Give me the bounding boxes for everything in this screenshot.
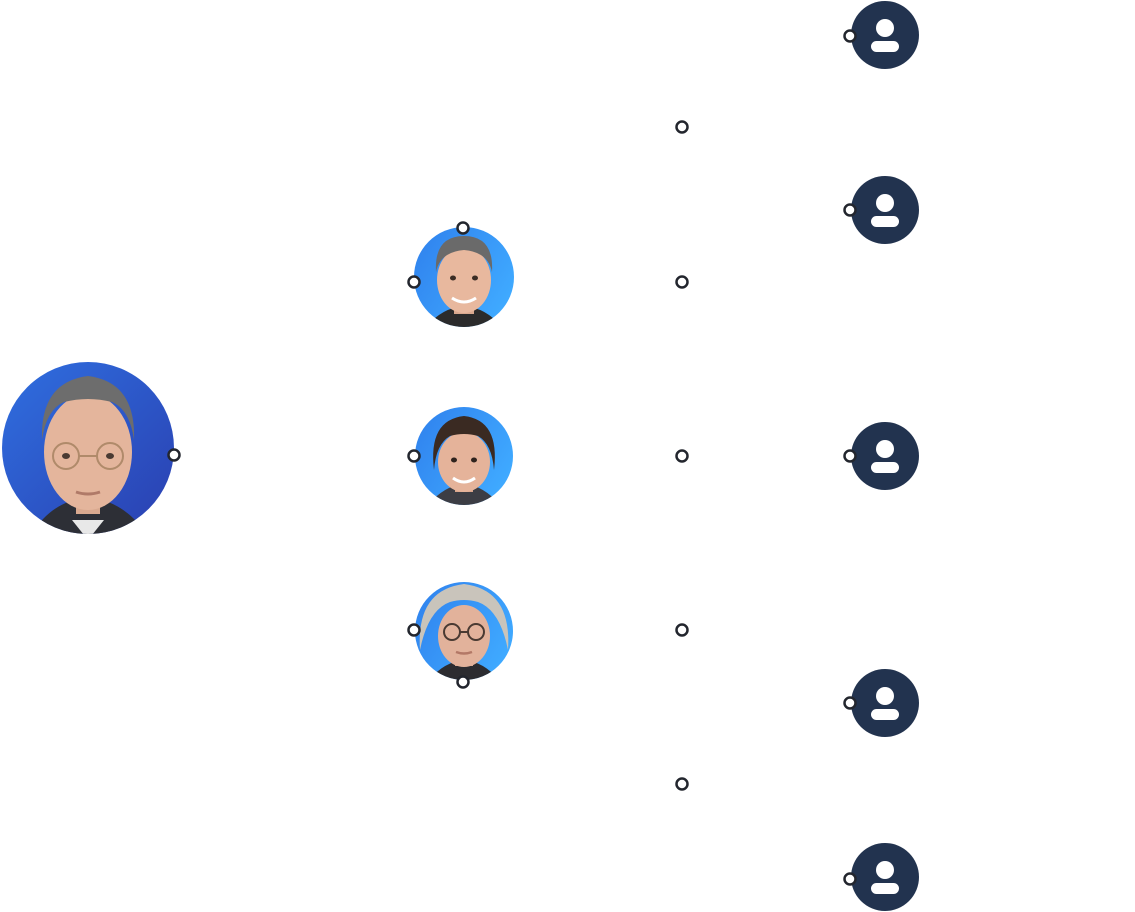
junction-node-4[interactable] — [675, 623, 689, 637]
staff-avatar-3[interactable] — [851, 422, 919, 490]
staff-avatar-1[interactable] — [851, 1, 919, 69]
junction-node-5[interactable] — [675, 777, 689, 791]
junction-node-2[interactable] — [675, 275, 689, 289]
junction-node-3[interactable] — [675, 449, 689, 463]
staff-avatar-2[interactable] — [851, 176, 919, 244]
connector-port-staff-3-left[interactable] — [843, 449, 857, 463]
user-placeholder-icon — [871, 861, 899, 894]
user-placeholder-icon — [871, 687, 899, 720]
connector-port-manager-3-bottom[interactable] — [456, 675, 470, 689]
staff-avatar-4[interactable] — [851, 669, 919, 737]
connector-port-manager-2-left[interactable] — [407, 449, 421, 463]
connector-ports — [167, 29, 857, 886]
manager-avatar-2[interactable] — [415, 407, 513, 508]
user-placeholder-icon — [871, 19, 899, 52]
connector-port-staff-4-left[interactable] — [843, 696, 857, 710]
person-photo-icon — [424, 236, 504, 327]
user-placeholder-icon — [871, 440, 899, 473]
connector-port-staff-1-left[interactable] — [843, 29, 857, 43]
connector-port-manager-1-left[interactable] — [407, 275, 421, 289]
staff-avatar-5[interactable] — [851, 843, 919, 911]
manager-avatar-3[interactable] — [415, 582, 513, 684]
connector-port-manager-3-left[interactable] — [407, 623, 421, 637]
user-placeholder-icon — [871, 194, 899, 227]
manager-avatar-1[interactable] — [414, 227, 514, 330]
connector-port-staff-2-left[interactable] — [843, 203, 857, 217]
connector-port-manager-1-top[interactable] — [456, 221, 470, 235]
root-avatar[interactable] — [2, 362, 174, 540]
junction-node-1[interactable] — [675, 120, 689, 134]
connector-port-staff-5-left[interactable] — [843, 872, 857, 886]
connector-port-root-right[interactable] — [167, 448, 181, 462]
